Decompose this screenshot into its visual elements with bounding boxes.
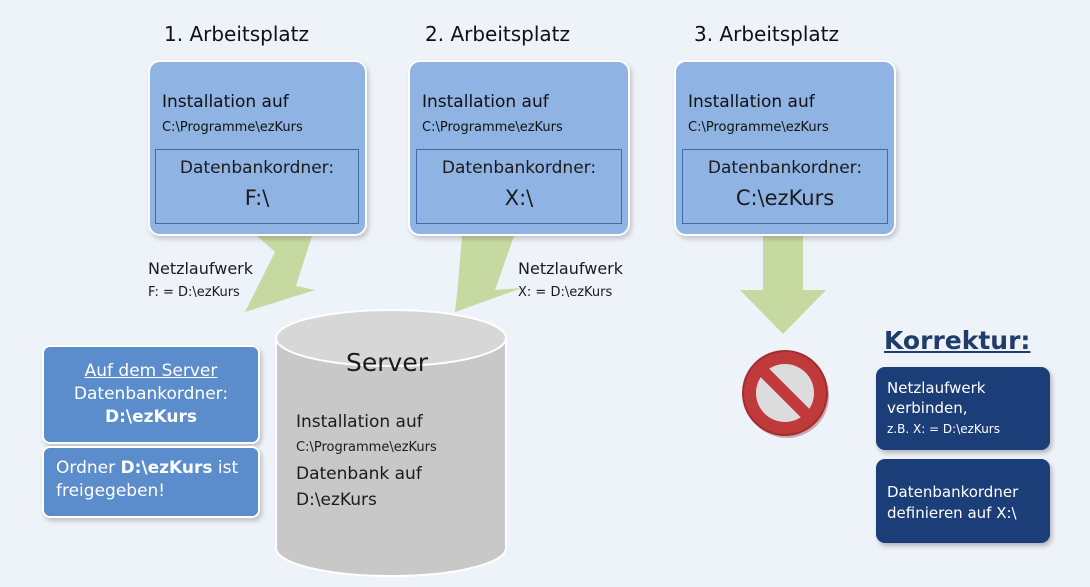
- shared-folder-line2: freigegeben!: [56, 481, 166, 501]
- workstation-3-db-label: Datenbankordner:: [707, 158, 863, 178]
- server-info-heading: Auf dem Server: [84, 361, 218, 381]
- correction-box-1-line3: z.B. X: = D:\ezKurs: [887, 422, 1000, 436]
- workstation-2-box: Installation auf C:\Programme\ezKurs Dat…: [408, 60, 630, 236]
- workstation-2-install-label: Installation auf: [422, 92, 549, 112]
- server-db-label: Datenbank auf: [296, 464, 422, 484]
- workstation-1-db-label: Datenbankordner:: [179, 158, 335, 178]
- workstation-1-box: Installation auf C:\Programme\ezKurs Dat…: [148, 60, 367, 236]
- network-drive-2-title: Netzlaufwerk: [518, 259, 623, 278]
- workstation-3-db-drive: C:\ezKurs: [735, 186, 835, 210]
- network-drive-1-mapping: F: = D:\ezKurs: [148, 285, 240, 300]
- shared-folder-line1: Ordner D:\ezKurs ist: [56, 458, 258, 478]
- workstation-2-title: 2. Arbeitsplatz: [425, 22, 571, 46]
- workstation-3-title: 3. Arbeitsplatz: [694, 22, 840, 46]
- shared-folder-path: D:\ezKurs: [120, 458, 213, 478]
- correction-box-2-line1: Datenbankordner: [887, 483, 1019, 501]
- server-title: Server: [346, 348, 428, 377]
- network-drive-1-title: Netzlaufwerk: [148, 259, 253, 278]
- workstation-1-db-box: Datenbankordner: F:\: [155, 149, 359, 224]
- server-db-path: D:\ezKurs: [296, 490, 377, 510]
- workstation-2-db-drive: X:\: [504, 186, 534, 210]
- shared-folder-box: Ordner D:\ezKurs ist freigegeben!: [42, 446, 260, 518]
- workstation-3-install-path: C:\Programme\ezKurs: [688, 120, 829, 135]
- workstation-1-install-path: C:\Programme\ezKurs: [162, 120, 303, 135]
- shared-folder-prefix: Ordner: [56, 458, 121, 478]
- server-info-db-path: D:\ezKurs: [104, 407, 198, 427]
- arrow-ws3-down: [740, 236, 826, 334]
- workstation-2-install-path: C:\Programme\ezKurs: [422, 120, 563, 135]
- workstation-2-db-label: Datenbankordner:: [441, 158, 597, 178]
- workstation-1-db-drive: F:\: [244, 186, 270, 210]
- correction-box-1-line2: verbinden,: [887, 399, 968, 417]
- workstation-3-box: Installation auf C:\Programme\ezKurs Dat…: [674, 60, 896, 236]
- server-install-path: C:\Programme\ezKurs: [296, 440, 437, 455]
- correction-box-2-line2: definieren auf X:\: [887, 504, 1017, 522]
- workstation-3-install-label: Installation auf: [688, 92, 815, 112]
- workstation-2-db-box: Datenbankordner: X:\: [416, 149, 622, 224]
- shared-folder-suffix: ist: [212, 458, 239, 478]
- arrow-ws2-to-server: [455, 236, 522, 312]
- correction-box-2: Datenbankordner definieren auf X:\: [876, 459, 1050, 543]
- workstation-1-title: 1. Arbeitsplatz: [164, 22, 310, 46]
- server-info-box: Auf dem Server Datenbankordner: D:\ezKur…: [42, 345, 260, 444]
- workstation-1-install-label: Installation auf: [162, 92, 289, 112]
- correction-box-1: Netzlaufwerk verbinden, z.B. X: = D:\ezK…: [876, 367, 1050, 450]
- correction-title: Korrektur:: [884, 326, 1031, 355]
- server-info-db-label: Datenbankordner:: [73, 384, 229, 404]
- server-install-label: Installation auf: [296, 412, 423, 432]
- network-drive-2-mapping: X: = D:\ezKurs: [518, 285, 613, 300]
- prohibition-sign-icon: [742, 350, 829, 438]
- arrow-ws1-to-server: [245, 236, 315, 312]
- server-cylinder-icon: [275, 309, 507, 577]
- workstation-3-db-box: Datenbankordner: C:\ezKurs: [682, 149, 888, 224]
- correction-box-1-line1: Netzlaufwerk: [887, 379, 986, 397]
